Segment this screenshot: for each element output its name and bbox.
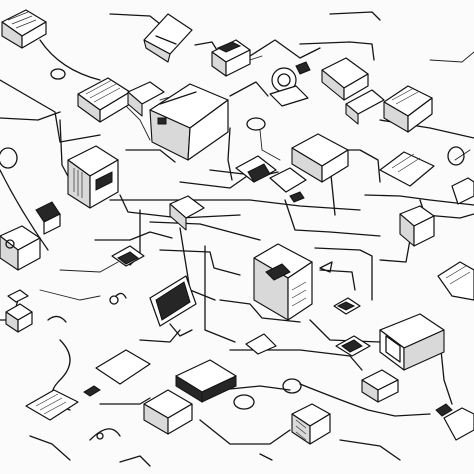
cable-coil (233, 394, 255, 410)
cable (89, 428, 121, 441)
cable (284, 199, 381, 237)
tv-right (379, 313, 445, 371)
cable (29, 435, 71, 461)
cable (229, 349, 363, 371)
stacked-drive (211, 39, 251, 77)
device-center-low (335, 335, 371, 357)
cable (314, 247, 373, 301)
cable (299, 383, 431, 417)
monitor-right (399, 205, 435, 247)
paper-sheet-middle (95, 333, 277, 385)
connector-dot (109, 295, 119, 305)
cable (149, 221, 261, 241)
paper-sheet-right (379, 151, 435, 187)
cable (109, 199, 361, 211)
device-bottom-right (435, 403, 474, 441)
modem-left (35, 201, 61, 235)
cable (94, 231, 173, 241)
cable (204, 245, 236, 343)
cable-coil (282, 378, 302, 394)
device-mid-left (169, 195, 205, 231)
cable (39, 289, 101, 301)
cable (109, 13, 161, 25)
small-box-left-2 (7, 289, 29, 303)
cable-coil (0, 147, 18, 169)
cable (125, 149, 176, 163)
cable-end (319, 261, 333, 273)
device-cluster-left (77, 77, 165, 123)
camera-device-center (235, 155, 307, 203)
printer-center-right (291, 133, 349, 183)
cable (159, 249, 241, 276)
document-stack-bottom (291, 403, 331, 445)
cable (39, 39, 101, 81)
cable (59, 261, 119, 273)
cable (319, 269, 356, 291)
small-dark-left (83, 385, 101, 397)
cable-end (115, 292, 127, 299)
cable (0, 111, 61, 121)
large-printer-center (149, 83, 229, 161)
small-box-left (5, 303, 33, 333)
junction-marks (0, 68, 465, 440)
router-center-left (111, 245, 145, 267)
cable (0, 169, 49, 251)
cable (227, 127, 233, 181)
cable (364, 194, 474, 206)
cable (219, 299, 301, 323)
cable (379, 239, 411, 263)
connector-dot (96, 432, 104, 440)
cable (339, 439, 401, 461)
box-lower-center (143, 389, 193, 435)
tablet-lower-left (25, 389, 79, 421)
cable (119, 194, 241, 219)
cable (99, 397, 151, 405)
card-far-right (437, 261, 474, 301)
cable (259, 129, 281, 161)
cable-coil (50, 68, 66, 80)
cable (179, 173, 251, 189)
cable (249, 55, 263, 61)
small-parts (47, 261, 333, 467)
cable-end (259, 453, 273, 461)
cable (249, 39, 321, 59)
scanner-top (143, 13, 193, 63)
small-device-right-center (333, 297, 361, 315)
cable-coil (246, 117, 266, 131)
cable-coil (447, 146, 465, 166)
cable (0, 79, 101, 143)
cable-end (47, 315, 67, 323)
flat-monitor (149, 275, 197, 337)
cable (454, 149, 471, 161)
cable (59, 119, 71, 181)
printer-lower-right (361, 369, 399, 403)
cable (139, 329, 181, 343)
cable (429, 51, 474, 63)
device-cluster-right (321, 57, 385, 125)
printer-top-left (1, 9, 47, 49)
device-far-right (451, 177, 474, 205)
server-tower-left (67, 145, 119, 209)
cable-end (119, 455, 151, 467)
cable (299, 41, 375, 61)
printer-right (383, 85, 433, 133)
dial-device (269, 61, 311, 107)
server-rack-center (253, 243, 313, 321)
cable (309, 319, 381, 343)
cable (229, 81, 269, 97)
black-box-lower (175, 359, 237, 403)
device-left-edge (0, 225, 41, 271)
cable (329, 11, 381, 21)
cable (199, 419, 291, 445)
cable (219, 385, 291, 391)
